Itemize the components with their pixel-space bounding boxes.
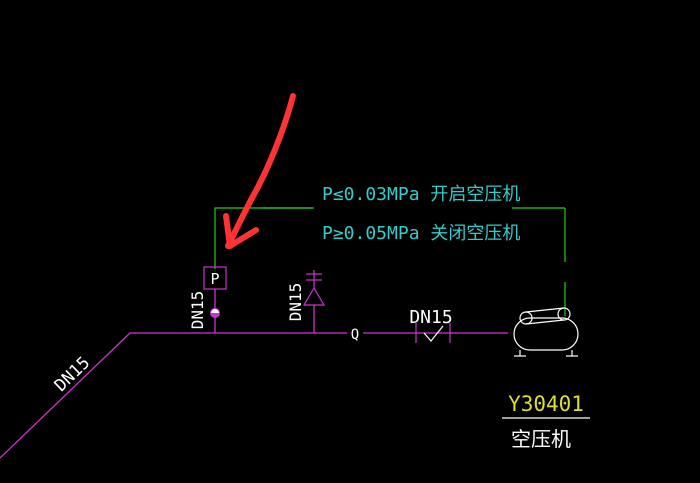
valve-branch-size-label: DN15	[286, 283, 305, 322]
flow-marker-label: Q	[351, 327, 359, 343]
control-note-start: P≤0.03MPa 开启空压机	[322, 184, 520, 205]
compressor-icon[interactable]	[513, 307, 579, 357]
main-line-size-label: DN15	[409, 307, 452, 328]
equipment-tag[interactable]: Y30401 空压机	[502, 392, 590, 451]
pressure-switch[interactable]: P	[203, 266, 227, 290]
gauge-valve-icon[interactable]	[210, 308, 220, 318]
equipment-name: 空压机	[511, 427, 571, 451]
pressure-switch-box	[203, 266, 227, 290]
pressure-switch-symbol: P	[210, 270, 219, 288]
red-arrow-icon	[223, 93, 296, 249]
control-wire[interactable]	[214, 207, 566, 316]
check-valve-icon[interactable]	[415, 323, 451, 343]
gauge-branch-size-label: DN15	[188, 291, 207, 330]
relief-valve-icon[interactable]	[302, 270, 326, 306]
flow-marker[interactable]: Q	[347, 325, 363, 343]
equipment-tag-number: Y30401	[508, 392, 584, 416]
control-note-stop: P≥0.05MPa 关闭空压机	[322, 223, 520, 244]
